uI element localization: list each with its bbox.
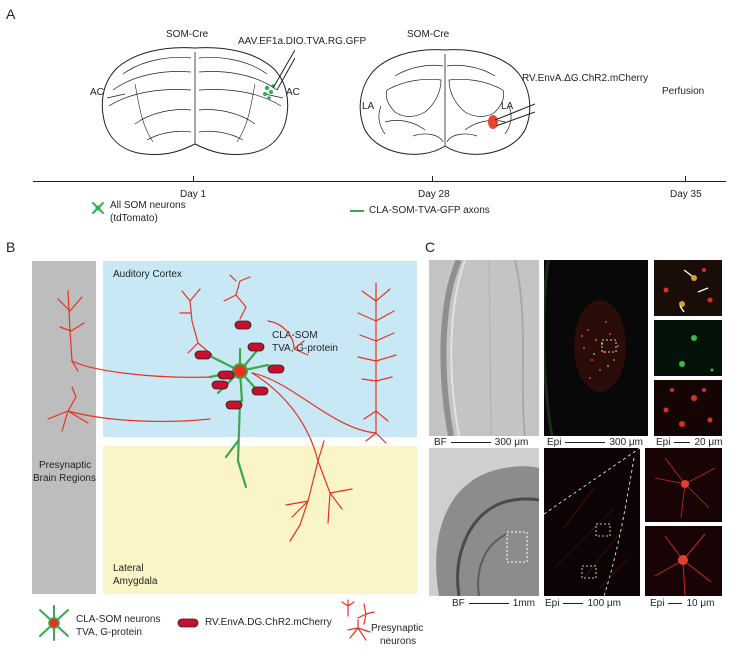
scale-bar	[468, 602, 509, 604]
legend-som-neurons-line1: All SOM neurons	[110, 200, 186, 211]
gfp-high-mag-image	[654, 320, 722, 376]
epi-low-mag-image	[544, 260, 648, 436]
auditory-cortex-label: Auditory Cortex	[113, 269, 182, 280]
scale-bar	[450, 441, 491, 443]
top-scale-epi-high: Epi 20 μm	[656, 437, 722, 449]
bottom-scale-epi: Epi 100 μm	[545, 598, 621, 610]
bottom-scale-bf: BF 1mm	[452, 598, 535, 610]
day1-strain-label: SOM-Cre	[166, 29, 209, 40]
day1-region-left: AC	[90, 87, 104, 98]
amygdala-label-line1: Lateral	[113, 563, 144, 574]
merge-high-mag-image	[654, 260, 722, 316]
day28-virus-label: RV.EnvA.ΔG.ChR2.mCherry	[522, 73, 649, 84]
top-scale-epi: Epi 300 μm	[547, 437, 643, 449]
rabies-injection-site	[488, 115, 498, 129]
rabies-particles	[194, 320, 285, 410]
starter-soma	[232, 363, 248, 379]
circuit-diagram	[47, 274, 397, 542]
gfp-injection-cells	[263, 84, 275, 100]
presynaptic-label-line2: Brain Regions	[33, 473, 96, 484]
scale-bar	[668, 602, 683, 604]
day28-strain-label: SOM-Cre	[407, 29, 450, 40]
legend-som-neurons-line2: (tdTomato)	[110, 213, 158, 224]
legend-rabies-icon	[177, 618, 199, 628]
day28-region-right: LA	[501, 101, 514, 112]
top-scale-epi-value: 300 μm	[609, 437, 644, 448]
timeline-day35: Day 35	[670, 189, 702, 200]
lateral-amygdala-box	[103, 446, 417, 594]
bottom-scale-epi-value: 100 μm	[587, 598, 622, 609]
panel-a-letter: A	[6, 6, 16, 22]
som-neuron-icon	[92, 202, 104, 214]
bottom-scale-epi-high-mode: Epi	[650, 598, 665, 609]
legend-axons: CLA-SOM-TVA-GFP axons	[369, 205, 490, 216]
scale-bar	[565, 441, 606, 443]
timeline-tick-day1	[193, 176, 194, 182]
timeline-day1: Day 1	[180, 189, 207, 200]
panel-c-letter: C	[425, 239, 436, 255]
legend-cla-som-line1: CLA-SOM neurons	[76, 614, 161, 625]
top-scale-bf: BF 300 μm	[434, 437, 528, 449]
top-scale-bf-value: 300 μm	[494, 437, 529, 448]
timeline-day28: Day 28	[418, 189, 450, 200]
top-scale-bf-mode: BF	[434, 437, 447, 448]
scale-bar	[674, 441, 691, 443]
legend-presynaptic-icon	[341, 599, 375, 641]
neuron-high-mag-1	[645, 448, 722, 522]
legend-presyn-line1: Presynaptic	[371, 623, 424, 634]
day28-region-left: LA	[362, 101, 375, 112]
bottom-scale-epi-high-value: 10 μm	[686, 598, 715, 609]
epi-amygdala-image	[544, 448, 640, 596]
panel-b-letter: B	[6, 239, 16, 255]
amygdala-label-line2: Amygdala	[113, 576, 158, 587]
scale-bar	[563, 602, 584, 604]
bottom-scale-epi-mode: Epi	[545, 598, 560, 609]
legend-rabies: RV.EnvA.DG.ChR2.mCherry	[205, 617, 332, 628]
bf-low-mag-image	[429, 260, 539, 436]
day28-coronal-section	[359, 49, 535, 155]
presynaptic-label-line1: Presynaptic	[39, 460, 92, 471]
timeline-tick-day35	[685, 176, 686, 182]
timeline-tick-day28	[432, 176, 433, 182]
bottom-scale-epi-high: Epi 10 μm	[650, 598, 714, 610]
axon-legend-line	[350, 210, 364, 212]
starter-label-line1: CLA-SOM	[272, 330, 318, 341]
legend-presyn-line2: neurons	[380, 636, 417, 647]
legend-cla-som-icon	[39, 605, 69, 641]
top-scale-epi-high-mode: Epi	[656, 437, 671, 448]
day1-region-right: AC	[286, 87, 300, 98]
day1-coronal-section	[101, 47, 295, 155]
bottom-scale-bf-value: 1mm	[512, 598, 536, 609]
timeline-axis	[33, 181, 726, 182]
legend-cla-som-line2: TVA, G-protein	[76, 627, 142, 638]
brain-regions-box	[32, 261, 96, 594]
mcherry-high-mag-image	[654, 380, 722, 436]
top-scale-epi-mode: Epi	[547, 437, 562, 448]
bottom-scale-bf-mode: BF	[452, 598, 465, 609]
bf-coronal-image	[429, 448, 539, 596]
neuron-high-mag-2	[645, 526, 722, 596]
starter-label-line2: TVA, G-protein	[272, 343, 338, 354]
perfusion-label: Perfusion	[662, 86, 705, 97]
top-scale-epi-high-value: 20 μm	[694, 437, 723, 448]
day1-virus-label: AAV.EF1a.DIO.TVA.RG.GFP	[238, 36, 367, 47]
